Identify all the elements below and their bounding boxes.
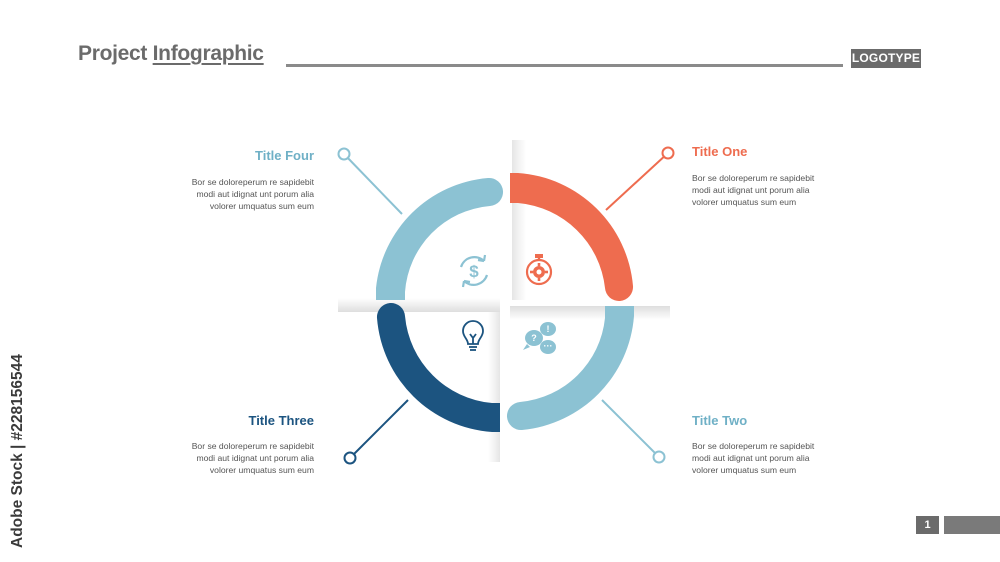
title-divider [286,64,843,67]
title-three: Title Three [248,413,314,428]
connector-one [605,152,669,211]
title-four: Title Four [255,148,314,163]
dollar-cycle-icon: $ [459,254,489,288]
connector-dot-three [343,451,357,465]
fold-shadow-bottom [488,312,500,462]
title-one: Title One [692,144,748,159]
logotype-badge: LOGOTYPE [851,49,921,68]
stock-id-text: Adobe Stock | #228156544 [9,354,26,548]
connector-two [601,399,660,458]
lightbulb-icon [462,320,484,351]
page-title-plain: Project [78,42,153,65]
body-four: Bor se doloreperum re sapidebit modi aut… [191,177,314,211]
body-three: Bor se doloreperum re sapidebit modi aut… [191,441,314,475]
chat-bubbles-icon: ! ? ··· [523,322,556,354]
connector-dot-one [661,146,675,160]
chat-dots-glyph: ··· [544,341,553,351]
stopwatch-gear-icon [525,254,553,286]
chat-exclaim-glyph: ! [547,324,550,334]
connector-dot-four [337,147,351,161]
connector-four [343,153,403,215]
page-bar [944,516,1000,534]
chat-question-glyph: ? [531,333,537,343]
segment-two-arc[interactable] [506,306,634,431]
connector-dot-two [652,450,666,464]
fold-shadow-right [510,306,670,320]
page-title-underlined: Infographic [152,42,264,65]
segment-four-arc[interactable] [376,177,504,300]
fold-shadow-left [338,298,500,312]
title-two: Title Two [692,413,748,428]
body-two: Bor se doloreperum re sapidebit modi aut… [692,441,815,475]
dollar-glyph: $ [469,262,479,281]
page-title: Project Infographic [78,42,264,66]
body-one: Bor se doloreperum re sapidebit modi aut… [692,173,815,207]
connector-three [349,399,409,459]
segment-one-arc[interactable] [510,173,634,302]
page-number: 1 [916,516,939,534]
segment-three-arc[interactable] [376,302,500,432]
fold-shadow-top [512,140,526,300]
